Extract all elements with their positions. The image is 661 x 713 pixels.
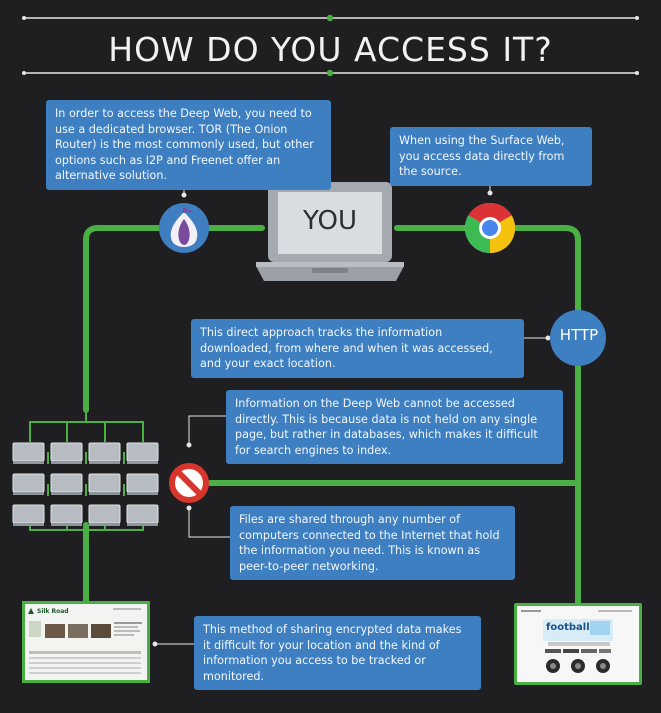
surface-site-thumbnail <box>514 603 642 685</box>
onion-site-name: Silk Road <box>37 608 69 615</box>
you-label: YOU <box>303 206 357 236</box>
tor-onion-icon <box>159 203 209 253</box>
callout-direct-approach: This direct approach tracks the informat… <box>191 319 524 378</box>
page-title: HOW DO YOU ACCESS IT? <box>108 30 553 69</box>
chrome-icon <box>464 202 516 254</box>
network-wires <box>29 410 144 540</box>
onion-site-thumbnail <box>22 601 150 683</box>
computer-network-icon <box>12 442 159 526</box>
http-badge <box>550 310 606 366</box>
header-rule-bottom <box>22 69 639 77</box>
surface-site-logo: football <box>546 622 590 633</box>
callout-deep-web-direct: Information on the Deep Web cannot be ac… <box>226 390 563 464</box>
callout-deep-web-browser: In order to access the Deep Web, you nee… <box>46 100 331 190</box>
callout-surface-web: When using the Surface Web, you access d… <box>390 127 592 186</box>
no-entry-icon <box>169 463 209 503</box>
callout-peer-to-peer: Files are shared through any number of c… <box>230 506 515 580</box>
http-label: HTTP <box>559 326 599 344</box>
header-rule-top <box>22 14 639 22</box>
laptop-icon <box>256 182 404 281</box>
callout-encrypted-sharing: This method of sharing encrypted data ma… <box>194 616 481 690</box>
connector-lines <box>83 225 581 609</box>
